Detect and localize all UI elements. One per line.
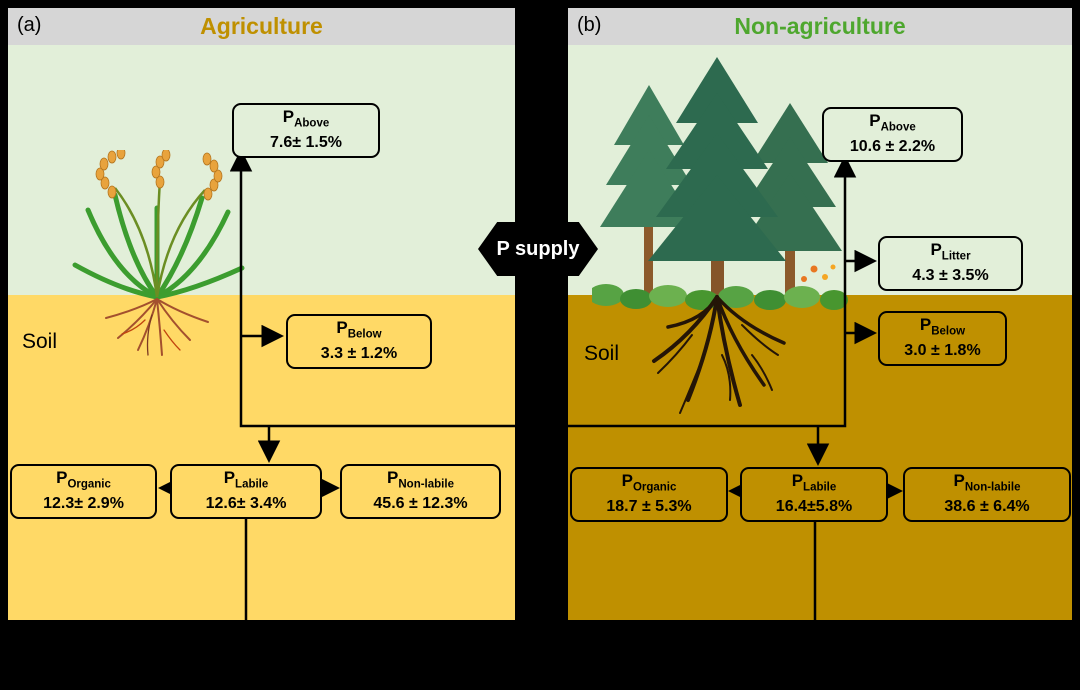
p-below-box-a: PBelow 3.3 ± 1.2%: [286, 314, 432, 370]
p-organic-value-a: 12.3± 2.9%: [43, 495, 124, 513]
p-nonlabile-label-b: PNon-labile: [953, 471, 1021, 494]
p-labile-value-b: 16.4±5.8%: [775, 498, 853, 516]
p-supply-banner: P supply: [478, 222, 598, 276]
p-labile-value-a: 12.6± 3.4%: [205, 495, 287, 513]
p-organic-value-b: 18.7 ± 5.3%: [606, 498, 692, 516]
p-above-label-b: PAbove: [869, 111, 916, 134]
p-litter-label-b: PLitter: [930, 240, 971, 263]
p-below-label-a: PBelow: [336, 318, 382, 341]
p-above-label-a: PAbove: [282, 107, 330, 130]
p-labile-label-a: PLabile: [223, 468, 269, 491]
p-labile-box-b: PLabile 16.4±5.8%: [740, 467, 888, 523]
p-litter-box-b: PLitter 4.3 ± 3.5%: [878, 236, 1023, 292]
panel-b-title: Non-agriculture: [734, 13, 906, 39]
p-nonlabile-box-a: PNon-labile 45.6 ± 12.3%: [340, 464, 501, 520]
soil-label-b: Soil: [584, 342, 620, 365]
panel-a-tag: (a): [17, 14, 42, 36]
p-above-value-b: 10.6 ± 2.2%: [849, 138, 936, 156]
non-agriculture-header: (b) Non-agriculture: [568, 8, 1072, 45]
p-organic-label-a: POrganic: [56, 468, 111, 491]
agriculture-soil-region: [8, 295, 515, 620]
p-nonlabile-value-a: 45.6 ± 12.3%: [373, 495, 468, 513]
soil-label-a: Soil: [22, 330, 58, 353]
p-below-value-b: 3.0 ± 1.8%: [904, 342, 981, 360]
p-below-label-b: PBelow: [919, 315, 966, 338]
p-nonlabile-label-a: PNon-labile: [387, 468, 454, 491]
agriculture-sky-region: [8, 45, 515, 295]
p-above-box-a: PAbove 7.6± 1.5%: [232, 103, 380, 159]
p-below-box-b: PBelow 3.0 ± 1.8%: [878, 311, 1007, 367]
p-organic-box-b: POrganic 18.7 ± 5.3%: [570, 467, 728, 523]
p-nonlabile-box-b: PNon-labile 38.6 ± 6.4%: [903, 467, 1071, 523]
p-supply-label: P supply: [496, 237, 580, 260]
panel-b-tag: (b): [577, 14, 602, 36]
p-organic-box-a: POrganic 12.3± 2.9%: [10, 464, 157, 520]
p-labile-box-a: PLabile 12.6± 3.4%: [170, 464, 322, 520]
p-labile-label-b: PLabile: [791, 471, 837, 494]
p-above-value-a: 7.6± 1.5%: [270, 134, 342, 152]
p-nonlabile-value-b: 38.6 ± 6.4%: [944, 498, 1030, 516]
p-below-value-a: 3.3 ± 1.2%: [320, 345, 398, 363]
agriculture-header: (a) Agriculture: [8, 8, 515, 45]
p-above-box-b: PAbove 10.6 ± 2.2%: [822, 107, 963, 163]
p-litter-value-b: 4.3 ± 3.5%: [912, 267, 989, 285]
panel-a-title: Agriculture: [200, 13, 323, 39]
p-organic-label-b: POrganic: [621, 471, 677, 494]
panel-agriculture: (a) Agriculture Soil: [8, 8, 515, 620]
